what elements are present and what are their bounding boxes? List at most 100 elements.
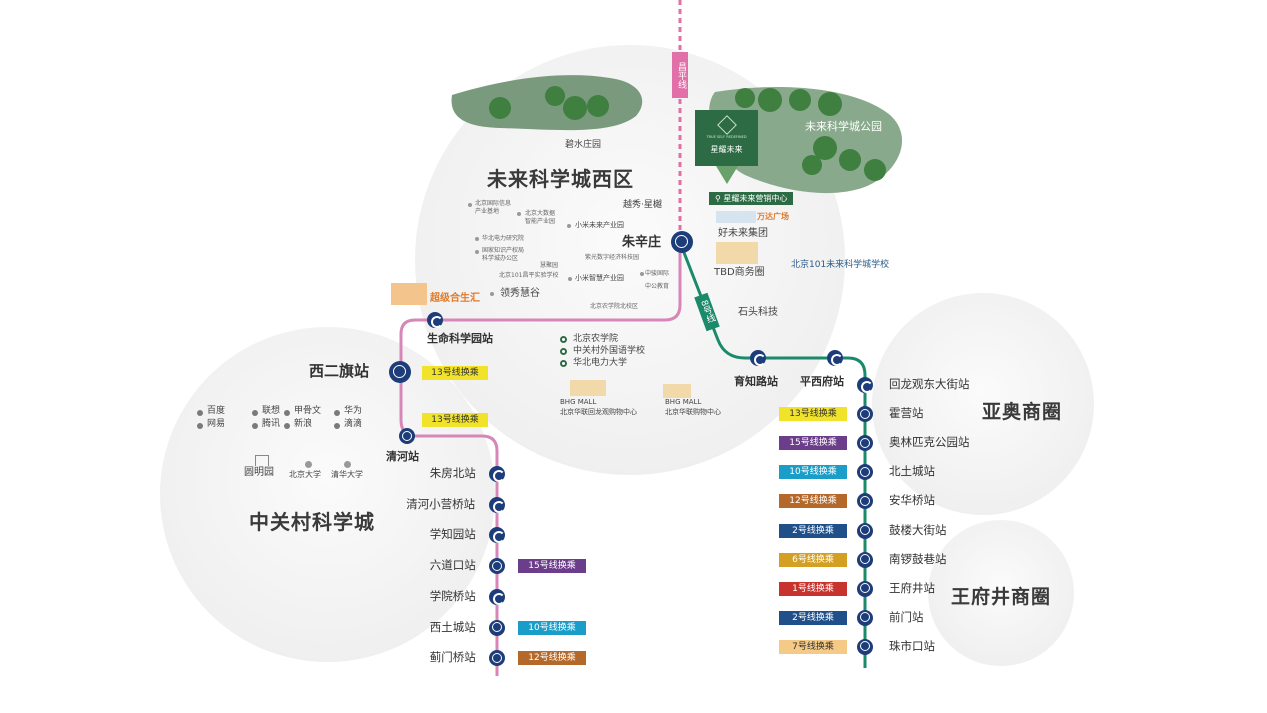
station-shengming[interactable]: 生命科学园站 [427, 332, 493, 345]
transfer-station-icon[interactable] [857, 406, 873, 423]
poi-pin-icon [567, 224, 571, 228]
xierqi-transfer-icon[interactable] [389, 361, 411, 383]
transfer-badge: 2号线换乘 [779, 523, 847, 538]
shengming-station-icon[interactable] [427, 312, 443, 328]
zone-title-wlkxc-west: 未来科学城西区 [487, 167, 634, 191]
transfer-station-icon[interactable] [857, 638, 873, 655]
poi-pin-icon [468, 203, 472, 207]
company-icon [252, 410, 258, 416]
station-name[interactable]: 六道口站 [429, 558, 476, 573]
station-name[interactable]: 西土城站 [429, 619, 476, 634]
poi-ziguang: 紫光数字经济科技园 [585, 254, 640, 261]
poi-pin-icon [640, 272, 644, 276]
school-icon [560, 348, 567, 355]
poi-ip: 国家知识产权局 科学城办公区 [482, 247, 525, 262]
poi-bjnongye: 北京农学院 [573, 334, 619, 344]
zone-title-wfj: 王府井商圈 [951, 586, 1052, 608]
transfer-station-icon[interactable] [857, 493, 873, 510]
transfer-station-icon[interactable] [857, 522, 873, 539]
line-8 [681, 242, 867, 668]
transfer-station-icon[interactable] [857, 435, 873, 452]
poi-pin-icon [517, 212, 521, 216]
station-name[interactable]: 王府井站 [889, 580, 935, 595]
tbd-building-icon [716, 242, 758, 264]
station-zhuxinzhuang[interactable]: 朱辛庄 [622, 235, 662, 250]
transfer-station-icon[interactable] [857, 580, 873, 597]
zone-circle-wfj [928, 520, 1074, 666]
tree [735, 88, 755, 108]
transfer-badge: 6号线换乘 [779, 552, 847, 567]
subway-station-icon[interactable] [857, 377, 873, 393]
pku-icon [305, 461, 312, 468]
company-label: 甲骨文 [294, 406, 322, 416]
transfer-station-icon[interactable] [489, 558, 505, 575]
company-icon [197, 423, 203, 429]
poi-lingxiu: 领秀慧谷 [500, 288, 540, 299]
transfer-station-icon[interactable] [489, 619, 505, 636]
tree [758, 88, 782, 112]
qinghe-transfer-icon[interactable] [399, 428, 415, 444]
project-tagline: TRUE SELF REDEFINED [706, 135, 747, 139]
project-logo-icon [717, 115, 737, 135]
poi-yuanmingyuan: 圆明园 [244, 467, 274, 478]
station-name[interactable]: 奥林匹克公园站 [889, 435, 970, 450]
station-xierqi[interactable]: 西二旗站 [309, 362, 370, 380]
poi-bjinfo: 北京国际信息 产业基地 [475, 200, 512, 215]
poi-xiaomi-smart: 小米智慧产业园 [575, 274, 624, 282]
transfer-badge: 1号线换乘 [779, 581, 847, 596]
park-label: 未来科学城公园 [805, 120, 882, 133]
tree [563, 96, 587, 120]
station-name[interactable]: 安华桥站 [889, 493, 935, 508]
subway-station-icon[interactable] [489, 496, 505, 513]
station-name[interactable]: 鼓楼大街站 [889, 522, 947, 537]
poi-bigdata: 北京大数据 智能产业园 [525, 210, 556, 225]
school-icon [560, 336, 567, 343]
transfer-station-icon[interactable] [857, 609, 873, 626]
station-name[interactable]: 学知园站 [429, 527, 476, 542]
poi-bj101: 北京101昌平实验学校 [499, 272, 559, 279]
poi-pin-icon [475, 237, 479, 241]
poi-school101: 北京101未来科学城学校 [791, 260, 890, 270]
station-pingxifu[interactable]: 平西府站 [800, 375, 844, 388]
station-yuzhilu[interactable]: 育知路站 [734, 375, 778, 388]
zone-circle-zgc [160, 327, 495, 662]
transfer-badge: 10号线换乘 [518, 620, 586, 635]
transfer-station-icon[interactable] [857, 551, 873, 568]
station-name[interactable]: 清河小营桥站 [406, 496, 476, 511]
station-name[interactable]: 朱房北站 [429, 466, 476, 480]
transfer-station-icon[interactable] [857, 464, 873, 481]
transfer-badge: 7号线换乘 [779, 639, 847, 654]
bhg2-building-icon [663, 384, 691, 398]
station-qinghe[interactable]: 清河站 [386, 450, 419, 463]
tree [802, 155, 822, 175]
poi-haoweilai: 好未来集团 [718, 228, 768, 239]
pingxifu-station-icon[interactable] [827, 350, 843, 366]
poi-xiaomi-park: 小米未来产业园 [575, 221, 624, 229]
company-label: 联想 [262, 406, 281, 416]
transfer-station-icon[interactable] [489, 650, 505, 667]
station-name[interactable]: 霍营站 [889, 406, 924, 421]
station-name[interactable]: 回龙观东大街站 [889, 377, 970, 391]
zhuxinzhuang-transfer-icon[interactable] [671, 231, 693, 253]
station-name[interactable]: 蓟门桥站 [429, 650, 476, 665]
tree [587, 95, 609, 117]
poi-thu: 清华大学 [331, 470, 363, 479]
poi-huabei: 华北电力研究院 [482, 235, 525, 242]
subway-station-icon[interactable] [489, 466, 505, 482]
tree [489, 97, 511, 119]
transfer-badge: 12号线换乘 [779, 494, 847, 509]
company-list: 百度联想甲骨文华为网易腾讯新浪滴滴 [197, 407, 377, 437]
tree [789, 89, 811, 111]
station-name[interactable]: 北土城站 [889, 464, 935, 479]
subway-station-icon[interactable] [489, 527, 505, 544]
yuzhilu-station-icon[interactable] [750, 350, 766, 366]
transfer-badge: 15号线换乘 [779, 436, 847, 451]
station-name[interactable]: 珠市口站 [889, 638, 935, 653]
poi-chaoji: 超级合生汇 [430, 293, 480, 304]
station-name[interactable]: 学院桥站 [429, 588, 476, 603]
poi-bhg2-b: 北京华联购物中心 [665, 408, 721, 416]
tree [818, 92, 842, 116]
station-name[interactable]: 南锣鼓巷站 [889, 551, 947, 566]
station-name[interactable]: 前门站 [889, 609, 924, 624]
subway-station-icon[interactable] [489, 588, 505, 605]
